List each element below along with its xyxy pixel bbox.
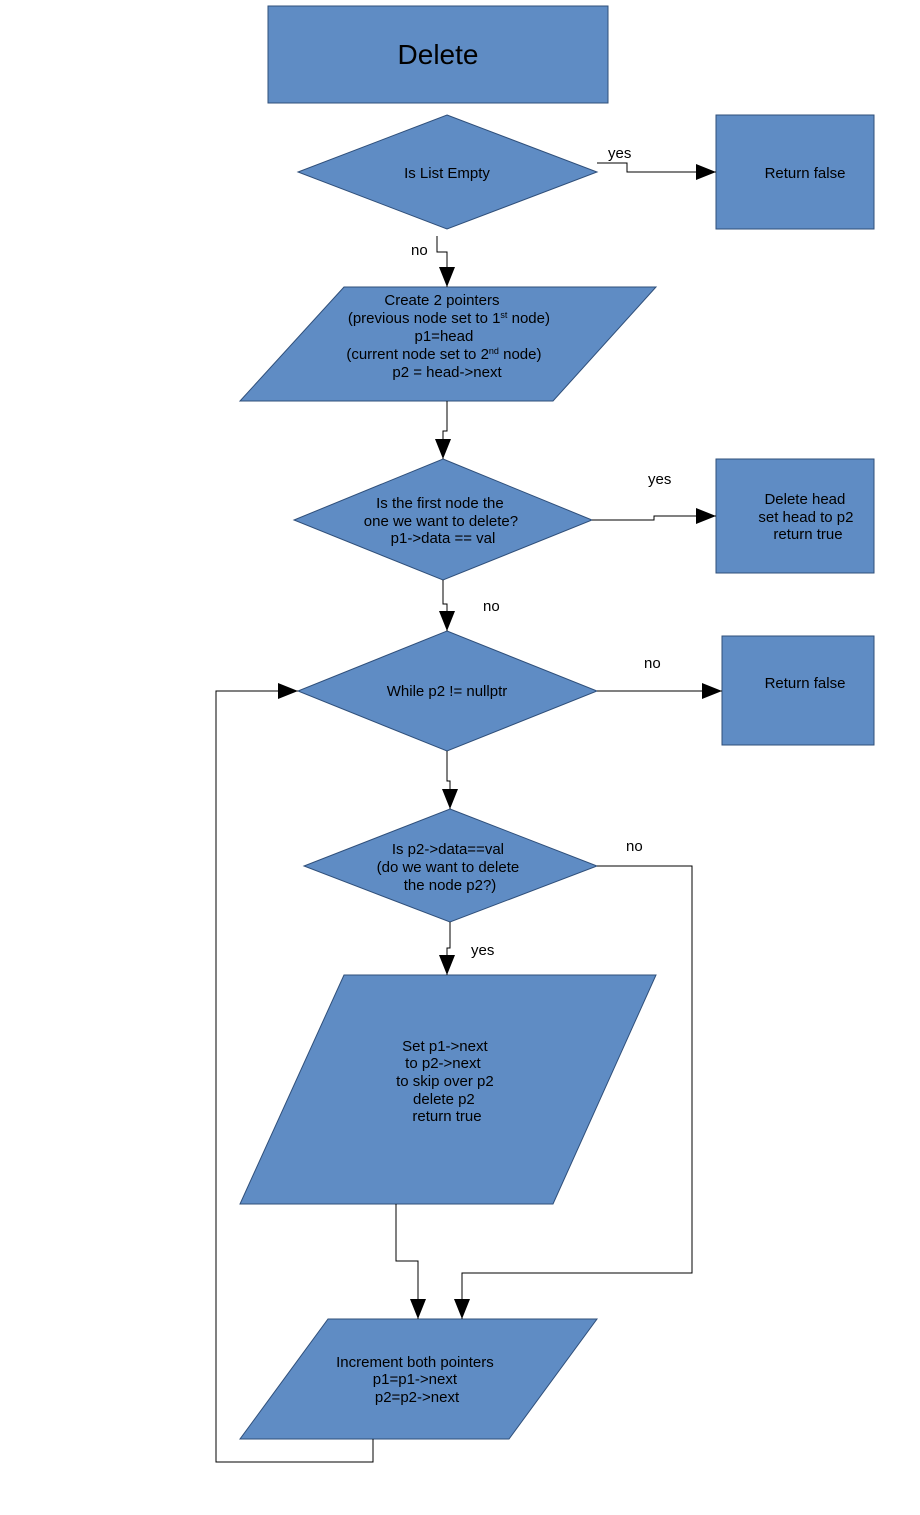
return-false-box-2 [721, 635, 875, 746]
title-box [267, 5, 609, 104]
is-list-empty-decision [296, 114, 599, 230]
create-pointers-parallelogram [238, 286, 658, 402]
first-node-label: Is the first node the one we want to del… [364, 495, 522, 547]
p2-data-label: Is p2->data==val (do we want to delete t… [377, 841, 524, 894]
edge-create-to-first [435, 401, 451, 459]
edge-empty-yes [597, 162, 716, 180]
title-label: Delete [398, 39, 479, 70]
edge-first-no [439, 580, 455, 631]
edge-first-yes [592, 508, 716, 524]
increment-label: Increment both pointers p1=p1->next p2=p… [336, 1354, 498, 1406]
return-false-box-1 [715, 114, 875, 230]
edge-p2-yes [439, 922, 455, 975]
edge-label-while-no: no [644, 655, 661, 672]
skip-node-label: Set p1->next to p2->next to skip over p2… [396, 1038, 498, 1125]
delete-head-label: Delete head set head to p2 return true [758, 491, 857, 543]
edge-label-empty-no: no [411, 242, 428, 259]
edge-skip-to-increment [395, 1204, 426, 1319]
edge-loop-back [215, 683, 374, 1463]
edge-empty-no [436, 236, 455, 287]
edge-label-empty-yes: yes [608, 145, 631, 162]
return-false-label-1: Return false [765, 165, 846, 182]
edge-label-first-yes: yes [648, 471, 671, 488]
create-pointers-label: Create 2 pointers (previous node set to … [346, 292, 554, 381]
edge-label-p2-yes: yes [471, 942, 494, 959]
is-list-empty-label: Is List Empty [404, 165, 490, 182]
edge-while-to-p2 [442, 751, 458, 809]
delete-head-box [715, 458, 875, 574]
edge-p2-no [454, 865, 693, 1319]
edge-label-first-no: no [483, 598, 500, 615]
return-false-label-2: Return false [765, 675, 846, 692]
skip-node-parallelogram [239, 974, 657, 1205]
increment-parallelogram [239, 1318, 598, 1440]
edge-label-p2-no: no [626, 838, 643, 855]
while-loop-label: While p2 != nullptr [387, 683, 507, 700]
